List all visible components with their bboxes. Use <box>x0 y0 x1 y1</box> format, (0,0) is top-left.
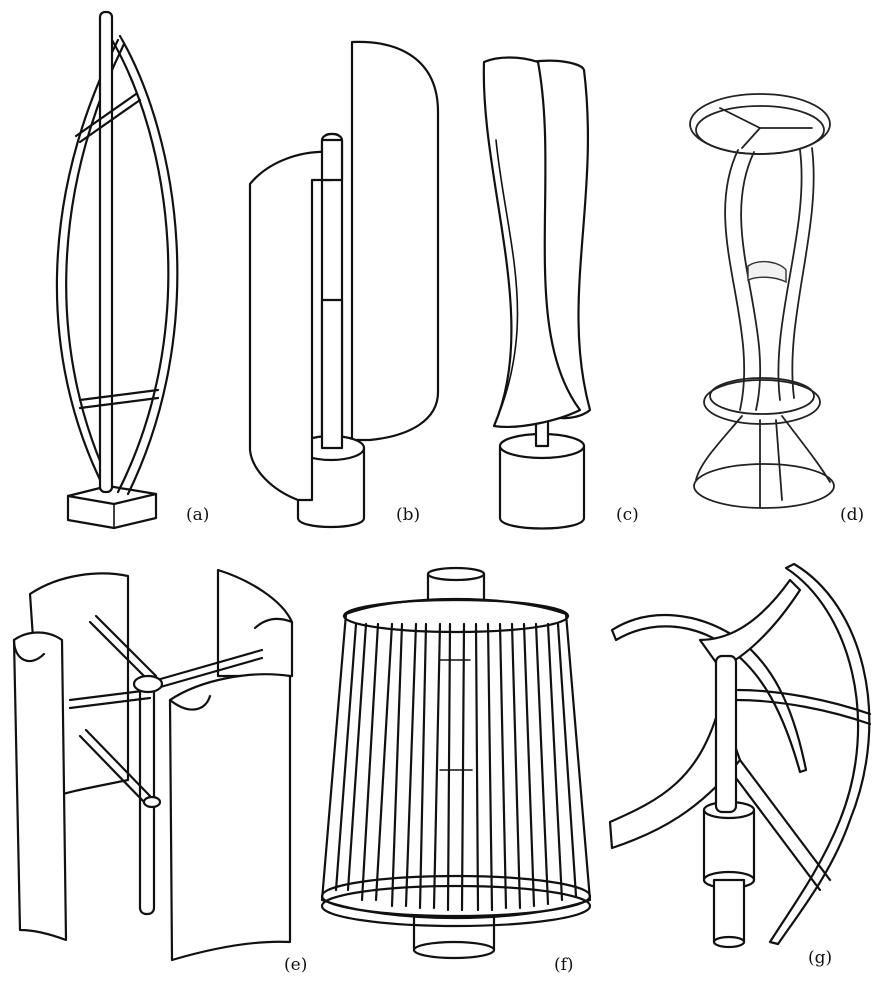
panel-f-label: (f) <box>554 955 574 975</box>
panel-e-label: (e) <box>284 955 308 975</box>
panel-d-drawing <box>689 93 835 509</box>
panel-e-drawing <box>12 568 294 962</box>
panel-a-drawing <box>55 10 179 530</box>
panel-c-drawing <box>482 56 592 530</box>
panel-g-label: (g) <box>808 948 833 968</box>
panel-g-drawing <box>608 562 872 949</box>
panel-b-label: (b) <box>396 505 421 525</box>
panel-d-label: (d) <box>840 505 865 525</box>
panel-a-label: (a) <box>186 505 210 525</box>
panel-f-drawing <box>320 566 592 960</box>
panel-c-label: (c) <box>616 505 639 525</box>
panel-b-drawing <box>248 40 440 529</box>
